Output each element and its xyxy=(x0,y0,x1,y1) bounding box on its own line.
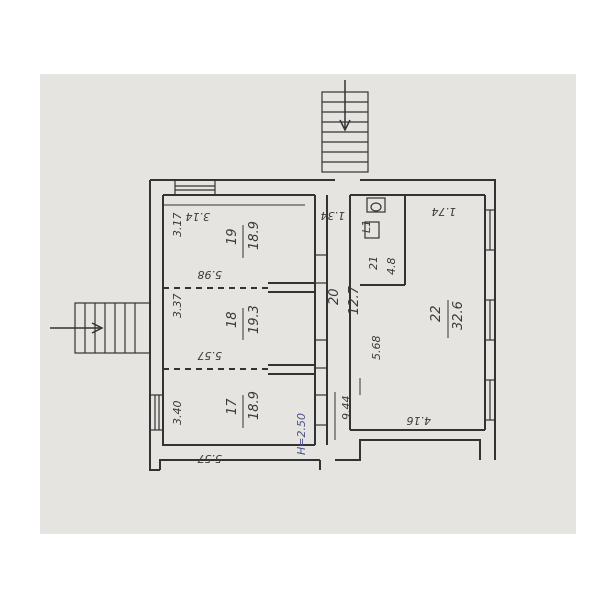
room-number: 20 xyxy=(327,288,342,305)
fixture-label: L1 xyxy=(360,220,373,233)
svg-text:4.16: 4.16 xyxy=(407,414,432,427)
svg-text:1.34: 1.34 xyxy=(321,209,346,222)
room-number: 19 xyxy=(225,228,240,245)
dimension-labels: 3.17 3.14 5.98 3.37 5.57 3.40 5.57 1.34 … xyxy=(171,205,456,465)
door-opening xyxy=(268,282,316,375)
left-staircase xyxy=(50,302,151,354)
paper-sheet xyxy=(40,74,576,534)
svg-text:3.37: 3.37 xyxy=(171,294,184,319)
svg-text:5.98: 5.98 xyxy=(198,268,223,281)
svg-text:9.44: 9.44 xyxy=(340,396,353,421)
svg-text:3.14: 3.14 xyxy=(186,210,211,223)
room-area: 18.9 xyxy=(247,221,262,250)
window xyxy=(149,179,496,431)
room-area: 18.9 xyxy=(247,391,262,420)
svg-text:3.40: 3.40 xyxy=(171,401,184,426)
svg-text:1.74: 1.74 xyxy=(432,205,457,218)
room-area: 12.7 xyxy=(347,285,362,315)
ceiling-height-note: H=2.50 xyxy=(295,413,308,455)
room-number: 21 xyxy=(367,256,380,270)
toilet-fixture xyxy=(364,197,386,239)
svg-text:3.17: 3.17 xyxy=(171,213,184,238)
room-number: 18 xyxy=(225,311,240,328)
room-area: 19.3 xyxy=(247,305,262,334)
top-staircase xyxy=(321,80,369,173)
svg-text:5.57: 5.57 xyxy=(198,349,223,362)
room-area: 32.6 xyxy=(451,301,466,330)
room-number: 22 xyxy=(429,305,444,322)
svg-text:5.57: 5.57 xyxy=(198,452,223,465)
dimension-lines xyxy=(163,204,361,440)
room-number: 17 xyxy=(225,398,240,415)
room-area: 4.8 xyxy=(385,258,398,276)
svg-text:5.68: 5.68 xyxy=(370,336,383,361)
room-labels: 19 18.9 18 19.3 17 18.9 20 12.7 21 4.8 2… xyxy=(225,221,466,428)
outer-wall xyxy=(149,179,496,471)
